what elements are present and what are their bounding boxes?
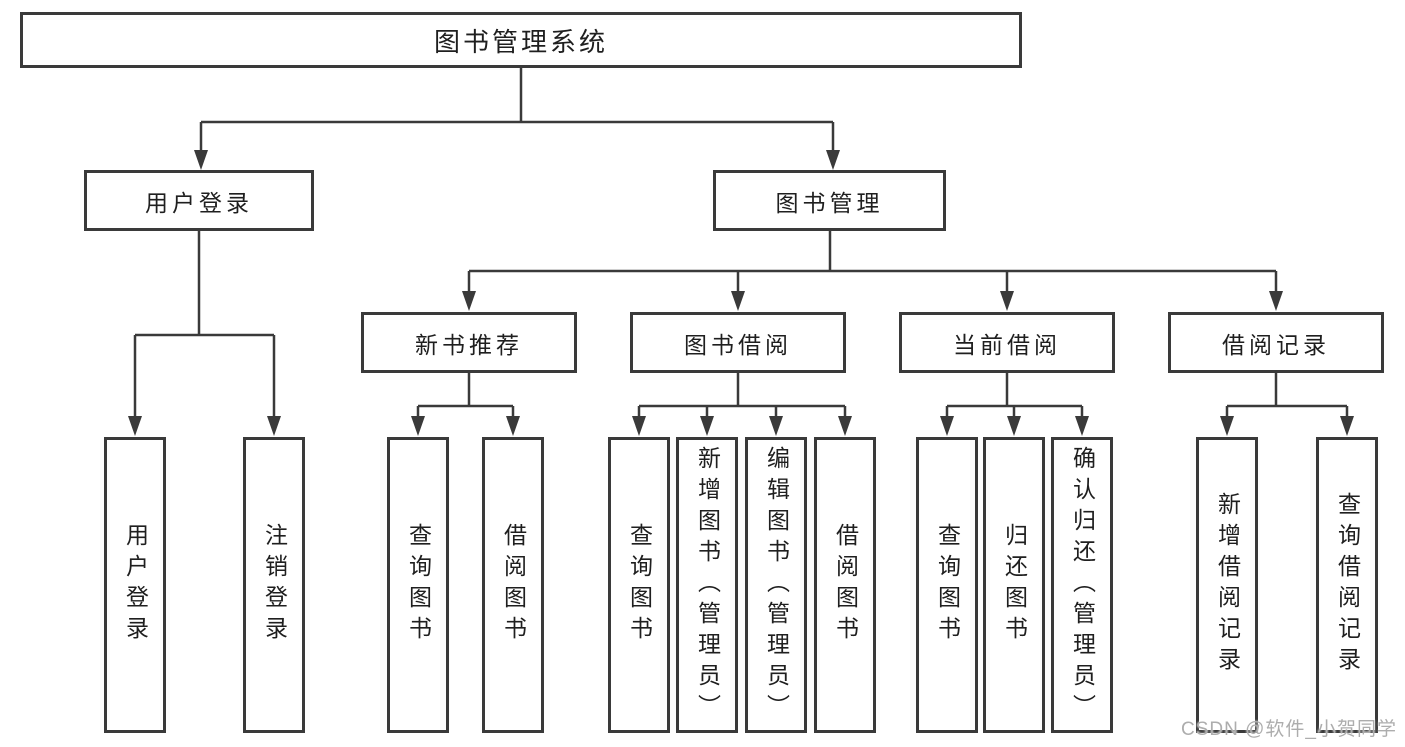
- node-new-book-rec: 新书推荐: [361, 312, 577, 373]
- leaf-bb-borrow-book: 借阅图书: [814, 437, 876, 733]
- leaf-user-login: 用户登录: [104, 437, 166, 733]
- node-root: 图书管理系统: [20, 12, 1022, 68]
- leaf-rec-query-book: 查询图书: [387, 437, 449, 733]
- leaf-cb-confirm-return: 确认归还（管理员）: [1051, 437, 1113, 733]
- leaf-br-query-record: 查询借阅记录: [1316, 437, 1378, 733]
- leaf-bb-query-book: 查询图书: [608, 437, 670, 733]
- leaf-bb-edit-book: 编辑图书（管理员）: [745, 437, 807, 733]
- leaf-cb-query-book: 查询图书: [916, 437, 978, 733]
- node-current-borrow: 当前借阅: [899, 312, 1115, 373]
- leaf-bb-add-book: 新增图书（管理员）: [676, 437, 738, 733]
- arrowheads: [128, 150, 1354, 436]
- leaf-br-add-record: 新增借阅记录: [1196, 437, 1258, 733]
- leaf-cb-return-book: 归还图书: [983, 437, 1045, 733]
- node-book-mgmt: 图书管理: [713, 170, 946, 231]
- leaf-rec-borrow-book: 借阅图书: [482, 437, 544, 733]
- node-book-borrow: 图书借阅: [630, 312, 846, 373]
- leaf-logout: 注销登录: [243, 437, 305, 733]
- node-user-login: 用户登录: [84, 170, 314, 231]
- watermark: CSDN @软件_小贺同学: [1181, 719, 1397, 740]
- node-borrow-records: 借阅记录: [1168, 312, 1384, 373]
